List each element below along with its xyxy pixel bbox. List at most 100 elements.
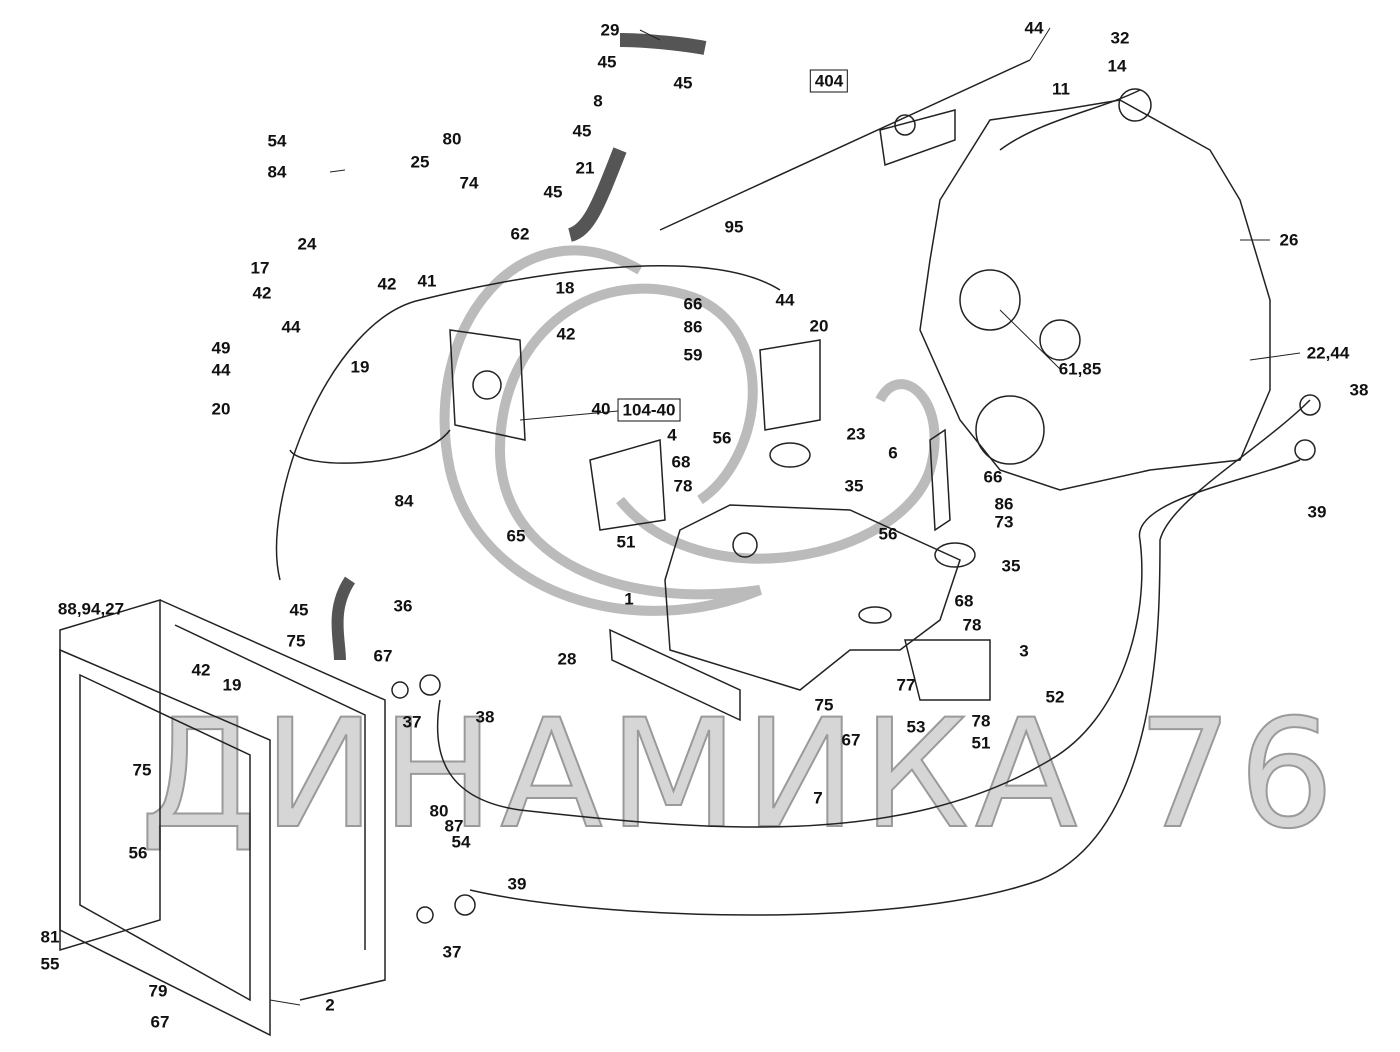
callout-label: 44 [775, 290, 795, 310]
callout-label: 75 [132, 760, 152, 780]
callout-label: 87 [444, 816, 464, 836]
callout-label: 35 [1001, 556, 1021, 576]
hoses [275, 33, 1311, 916]
callout-label: 78 [673, 476, 693, 496]
callout-label: 45 [673, 73, 693, 93]
tank [449, 329, 526, 441]
callout-label: 66 [983, 467, 1003, 487]
callout-label: 88,94,27 [57, 599, 125, 619]
callout-label: 54 [267, 131, 287, 151]
callout-label: 67 [841, 730, 861, 750]
callout-label: 25 [410, 152, 430, 172]
callout-label: 66 [683, 294, 703, 314]
callout-label: 17 [250, 258, 270, 278]
logo-swirl [439, 245, 940, 616]
callout-label: 68 [671, 452, 691, 472]
callout-label: 45 [543, 182, 563, 202]
callout-label: 42 [191, 660, 211, 680]
callout-label: 4 [667, 425, 677, 445]
callout-label: 55 [40, 954, 60, 974]
callout-label: 86 [994, 494, 1014, 514]
callout-label: 78 [962, 615, 982, 635]
callout-label: 32 [1110, 28, 1130, 48]
callout-label: 81 [40, 927, 60, 947]
callout-label: 45 [289, 600, 309, 620]
callout-label: 24 [297, 234, 317, 254]
callout-label: 56 [128, 843, 148, 863]
leader-lines [269, 27, 1301, 1006]
callout-label: 86 [683, 317, 703, 337]
callout-label: 84 [267, 162, 287, 182]
callout-label: 35 [844, 476, 864, 496]
callout-label: 75 [814, 695, 834, 715]
callout-label: 38 [1349, 380, 1369, 400]
callout-label: 1 [624, 589, 634, 609]
callout-label: 49 [211, 338, 231, 358]
callout-label: 95 [724, 217, 744, 237]
callout-label: 19 [222, 675, 242, 695]
callout-label: 80 [442, 129, 462, 149]
mounts [769, 442, 976, 568]
callout-label: 44 [281, 317, 301, 337]
radiator-frame [59, 598, 386, 1037]
callout-label: 45 [572, 121, 592, 141]
callout-label: 6 [888, 443, 898, 463]
callout-label: 36 [393, 596, 413, 616]
callout-label: 42 [377, 274, 397, 294]
watermark-text: ДИНАМИКА 76 [139, 688, 1341, 862]
callout-label: 37 [402, 712, 422, 732]
fittings [391, 394, 1321, 924]
callout-label: 26 [1279, 230, 1299, 250]
callout-label: 28 [557, 649, 577, 669]
callout-label: 51 [616, 532, 636, 552]
callout-label: 11 [1052, 79, 1070, 99]
callout-label: 59 [683, 345, 703, 365]
callout-label: 40 [591, 399, 611, 419]
mounting-plate [664, 504, 961, 691]
callout-label: 77 [896, 675, 916, 695]
callout-label: 23 [846, 424, 866, 444]
callout-label: 19 [350, 357, 370, 377]
callout-label: 42 [556, 324, 576, 344]
callout-label: 20 [809, 316, 829, 336]
callout-label: 3 [1019, 641, 1029, 661]
callout-label: 75 [286, 631, 306, 651]
callout-label: 79 [148, 981, 168, 1001]
callout-label: 39 [507, 874, 527, 894]
assembly-ref-404: 404 [809, 69, 849, 93]
callout-label: 8 [593, 91, 603, 111]
callout-label: 14 [1107, 56, 1127, 76]
callout-label: 20 [211, 399, 231, 419]
engine-bracket-404 [879, 109, 956, 167]
callout-label: 80 [429, 801, 449, 821]
callout-label: 18 [555, 278, 575, 298]
callout-label: 44 [1024, 18, 1044, 38]
callout-label: 7 [813, 788, 823, 808]
callout-label: 61,85 [1058, 359, 1102, 379]
callout-label: 2 [325, 995, 335, 1015]
callout-label: 68 [954, 591, 974, 611]
callout-label: 56 [712, 428, 732, 448]
callout-label: 52 [1045, 687, 1065, 707]
callout-label: 67 [150, 1012, 170, 1032]
callout-label: 45 [597, 52, 617, 72]
callout-label: 84 [394, 491, 414, 511]
engine-block [919, 88, 1271, 491]
callout-label: 44 [211, 360, 231, 380]
callout-label: 73 [994, 512, 1014, 532]
callout-label: 39 [1307, 502, 1327, 522]
callout-label: 74 [459, 173, 479, 193]
callout-label: 51 [971, 733, 991, 753]
callout-label: 41 [417, 271, 437, 291]
callout-label: 21 [575, 158, 595, 178]
callout-label: 37 [442, 942, 462, 962]
callout-label: 53 [906, 717, 926, 737]
callout-label: 67 [373, 646, 393, 666]
callout-label: 62 [510, 224, 530, 244]
callout-label: 38 [475, 707, 495, 727]
callout-label: 42 [252, 283, 272, 303]
callout-label: 78 [971, 711, 991, 731]
callout-label: 65 [506, 526, 526, 546]
